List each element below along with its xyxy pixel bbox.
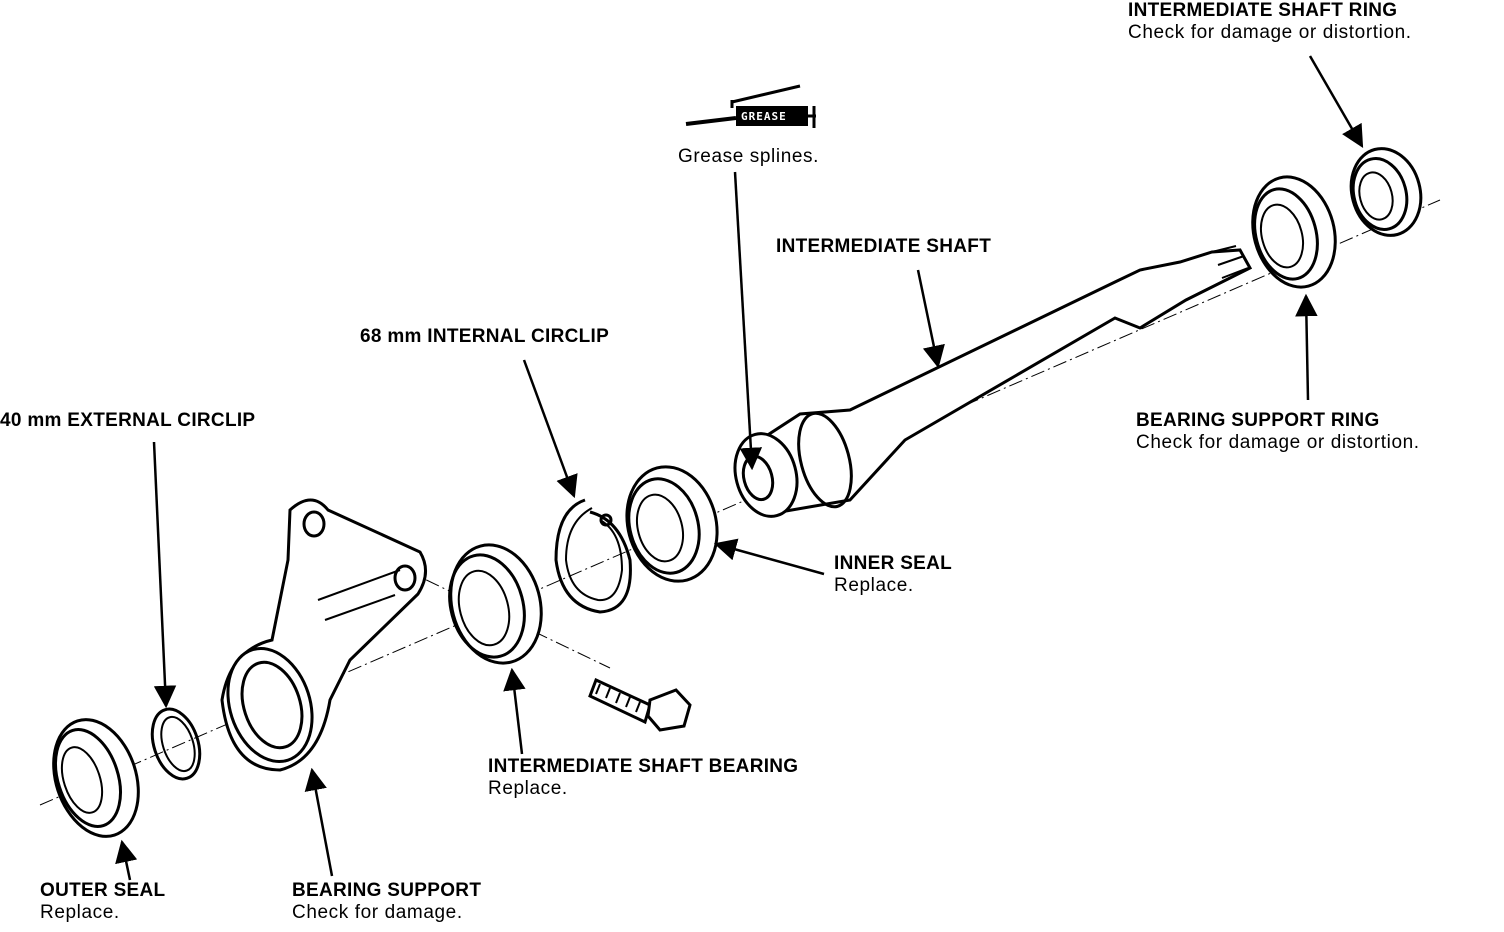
- intermediate-shaft-part: [733, 245, 1253, 518]
- label-intermediate-shaft: INTERMEDIATE SHAFT: [776, 236, 991, 258]
- label-note: Replace.: [834, 574, 914, 596]
- label-note: Check for damage or distortion.: [1136, 431, 1420, 453]
- shaft-bearing-part: [448, 543, 543, 665]
- label-internal-circlip: 68 mm INTERNAL CIRCLIP: [360, 326, 609, 348]
- grease-tag: GREASE: [741, 110, 787, 123]
- label-note: Replace.: [40, 901, 120, 923]
- label-title: INTERMEDIATE SHAFT: [776, 236, 992, 257]
- bearing-support-ring-part: [1251, 175, 1337, 289]
- grease-gun-icon: GREASE: [685, 84, 816, 128]
- leader-arrows: [115, 55, 1364, 881]
- label-title: INTERMEDIATE SHAFT RING: [1128, 0, 1398, 21]
- external-circlip-part: [150, 707, 202, 781]
- label-note: Replace.: [488, 777, 568, 799]
- label-note: Check for damage.: [292, 901, 463, 923]
- label-note: Check for damage or distortion.: [1128, 21, 1412, 43]
- internal-circlip-part: [554, 498, 632, 614]
- label-intermediate-shaft-ring: INTERMEDIATE SHAFT RING Check for damage…: [1128, 0, 1412, 44]
- label-title: BEARING SUPPORT RING: [1136, 410, 1380, 431]
- label-inner-seal: INNER SEAL Replace.: [834, 553, 952, 597]
- label-bearing-support-ring: BEARING SUPPORT RING Check for damage or…: [1136, 410, 1420, 454]
- outer-seal-part: [52, 718, 140, 838]
- label-outer-seal: OUTER SEAL Replace.: [40, 880, 165, 924]
- label-title: BEARING SUPPORT: [292, 880, 482, 901]
- label-title: 40 mm EXTERNAL CIRCLIP: [0, 410, 256, 431]
- label-title: 68 mm INTERNAL CIRCLIP: [360, 326, 610, 347]
- label-shaft-bearing: INTERMEDIATE SHAFT BEARING Replace.: [488, 756, 798, 800]
- label-grease: Grease splines.: [678, 146, 819, 168]
- inner-seal-part: [625, 465, 719, 583]
- intermediate-shaft-ring-part: [1349, 147, 1423, 237]
- bearing-support-part: [220, 498, 427, 772]
- label-note: Grease splines.: [678, 146, 820, 167]
- label-title: INNER SEAL: [834, 553, 953, 574]
- label-bearing-support: BEARING SUPPORT Check for damage.: [292, 880, 481, 924]
- label-external-circlip: 40 mm EXTERNAL CIRCLIP: [0, 410, 255, 432]
- label-title: OUTER SEAL: [40, 880, 166, 901]
- label-title: INTERMEDIATE SHAFT BEARING: [488, 756, 799, 777]
- bolt-part: [588, 677, 692, 732]
